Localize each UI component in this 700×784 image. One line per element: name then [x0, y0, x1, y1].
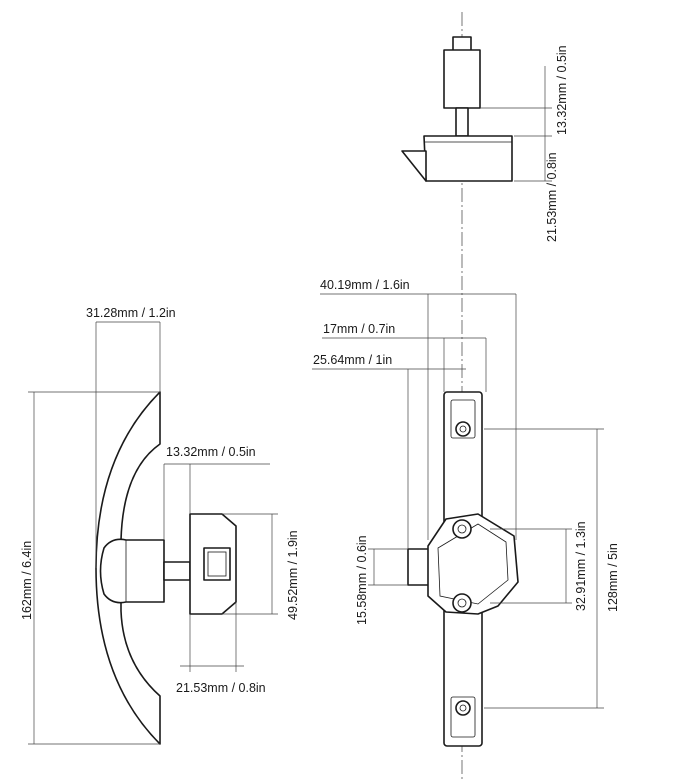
- top-view-dimensions: 13.32mm / 0.5in 21.53mm / 0.8in: [480, 45, 569, 242]
- dim-body-32-91: 32.91mm / 1.3in: [574, 521, 588, 611]
- dim-top-13-32: 13.32mm / 0.5in: [555, 45, 569, 135]
- dim-handle-31-28: 31.28mm / 1.2in: [86, 306, 176, 320]
- front-view-dimensions: 40.19mm / 1.6in 17mm / 0.7in 25.64mm / 1…: [312, 278, 620, 709]
- side-view: [95, 391, 237, 745]
- top-view: [401, 36, 513, 182]
- side-view-dimensions: 31.28mm / 1.2in 162mm / 6.4in 13.32mm / …: [20, 306, 300, 745]
- dim-side-21-53: 21.53mm / 0.8in: [176, 681, 266, 695]
- dim-width-17: 17mm / 0.7in: [323, 322, 395, 336]
- dim-side-13-32: 13.32mm / 0.5in: [166, 445, 256, 459]
- dim-width-25-64: 25.64mm / 1in: [313, 353, 392, 367]
- dim-top-21-53: 21.53mm / 0.8in: [545, 152, 559, 242]
- dim-width-40-19: 40.19mm / 1.6in: [320, 278, 410, 292]
- dim-side-49-52: 49.52mm / 1.9in: [286, 530, 300, 620]
- dim-pitch-128: 128mm / 5in: [606, 543, 620, 612]
- dim-handle-162: 162mm / 6.4in: [20, 541, 34, 620]
- front-view: [407, 391, 519, 747]
- dim-bolt-15-58: 15.58mm / 0.6in: [355, 535, 369, 625]
